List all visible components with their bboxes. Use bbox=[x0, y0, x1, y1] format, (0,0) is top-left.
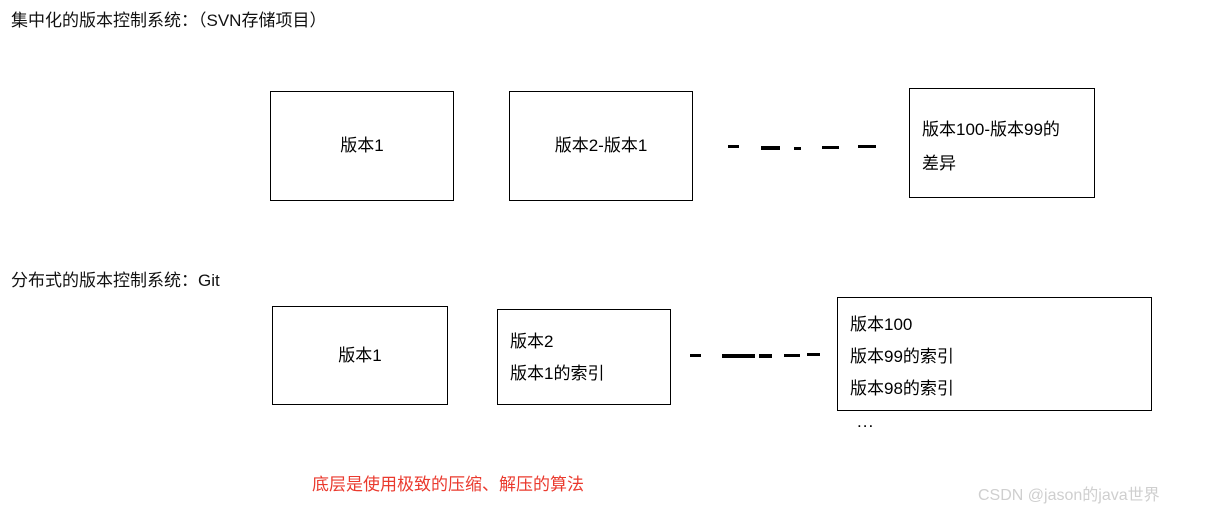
distributed-more-indicator: ... bbox=[857, 412, 875, 431]
box-distributed-version-1: 版本1 bbox=[272, 306, 448, 405]
box-centralized-version-100-diff-label: 版本100-版本99的 差异 bbox=[922, 120, 1060, 173]
box-distributed-version-100-label: 版本100 版本99的索引 版本98的索引 bbox=[850, 315, 954, 398]
distributed-dashed-connector-icon bbox=[690, 353, 820, 358]
box-centralized-version-1-label: 版本1 bbox=[340, 136, 384, 155]
box-centralized-version-2-diff-label: 版本2-版本1 bbox=[554, 136, 648, 155]
distributed-section-heading: 分布式的版本控制系统：Git bbox=[11, 271, 220, 290]
box-centralized-version-100-diff: 版本100-版本99的 差异 bbox=[909, 88, 1095, 198]
box-centralized-version-2-diff: 版本2-版本1 bbox=[509, 91, 693, 201]
centralized-dashed-connector-icon bbox=[728, 145, 876, 150]
compression-caption: 底层是使用极致的压缩、解压的算法 bbox=[312, 475, 584, 494]
box-distributed-version-2-label: 版本2 版本1的索引 bbox=[510, 332, 605, 383]
box-distributed-version-1-label: 版本1 bbox=[338, 345, 382, 365]
centralized-section-heading: 集中化的版本控制系统：（SVN存储项目） bbox=[11, 11, 327, 30]
csdn-watermark: CSDN @jason的java世界 bbox=[978, 487, 1160, 504]
box-distributed-version-100: 版本100 版本99的索引 版本98的索引 bbox=[837, 297, 1152, 411]
box-distributed-version-2: 版本2 版本1的索引 bbox=[497, 309, 671, 405]
box-centralized-version-1: 版本1 bbox=[270, 91, 454, 201]
